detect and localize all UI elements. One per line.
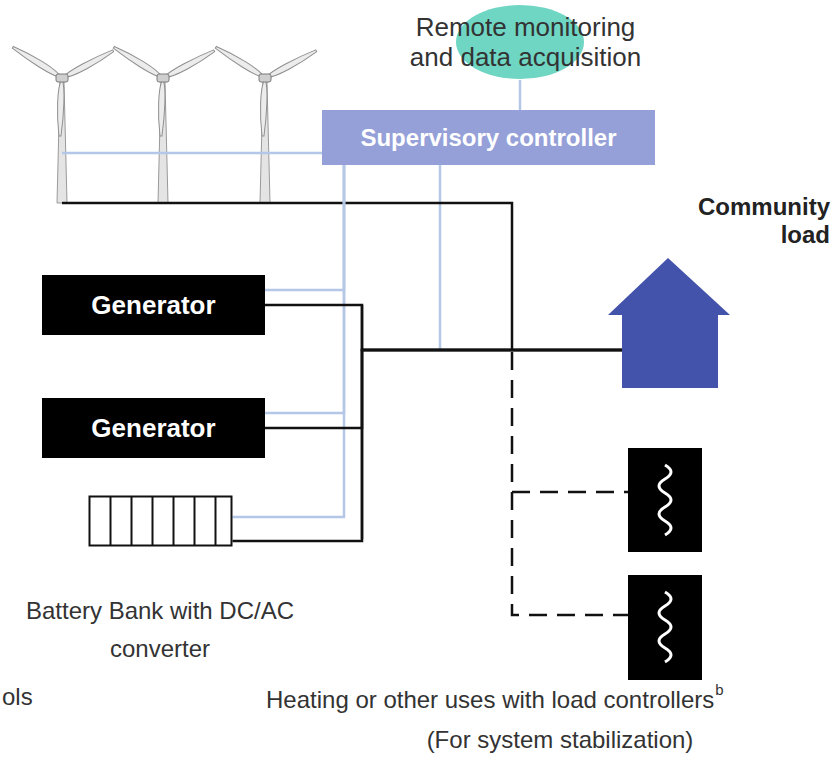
house-symbol <box>605 258 733 390</box>
node-text: Remote monitoring and data acquisition <box>398 12 653 72</box>
turbine-blade <box>264 48 318 81</box>
control-line <box>233 165 345 517</box>
turbine-nacelle <box>56 74 68 82</box>
generator-box: Generator <box>42 275 265 335</box>
control-line <box>519 80 522 110</box>
turbine-blade <box>61 48 115 81</box>
wind-turbine <box>112 44 215 203</box>
node-text: Generator <box>91 290 215 321</box>
partial-label: ols <box>2 683 33 711</box>
monitoring-ellipse: Remote monitoring and data acquisition <box>398 12 653 72</box>
control-line <box>439 165 442 350</box>
turbine-nacelle <box>157 74 169 82</box>
heating-coil <box>659 592 671 662</box>
control-line <box>62 152 322 155</box>
power-line <box>265 305 622 350</box>
node-text: Battery Bank with DC/AC converter <box>20 592 300 668</box>
node-text: Community load <box>680 193 830 249</box>
dashed-line <box>512 491 628 494</box>
wind-turbine <box>214 44 317 203</box>
node-text: Supervisory controller <box>360 124 616 152</box>
turbine-blade <box>56 78 64 136</box>
note-text: (For system stabilization) <box>395 726 725 754</box>
note-text: Heating or other uses with load controll… <box>266 686 714 714</box>
node-text: Generator <box>91 413 215 444</box>
wind-turbines <box>11 44 317 203</box>
heater-box <box>628 448 702 552</box>
heater-box <box>628 575 702 680</box>
dashed-line <box>512 352 628 615</box>
wind-turbine <box>11 44 114 203</box>
heating-coil <box>659 465 671 535</box>
power-line <box>265 350 622 428</box>
footnote-mark: b <box>715 681 723 698</box>
turbine-blade <box>259 78 267 136</box>
turbine-nacelle <box>259 74 271 82</box>
turbine-blade <box>157 78 165 136</box>
control-line <box>265 165 344 290</box>
controller-box: Supervisory controller <box>322 110 655 165</box>
control-line <box>265 165 344 413</box>
community-load: Community load <box>605 193 830 388</box>
battery-bank: Battery Bank with DC/AC converter <box>20 495 300 668</box>
generator-box: Generator <box>42 398 265 458</box>
turbine-blade <box>162 48 216 81</box>
battery-symbol <box>88 495 233 547</box>
power-line <box>233 350 623 541</box>
